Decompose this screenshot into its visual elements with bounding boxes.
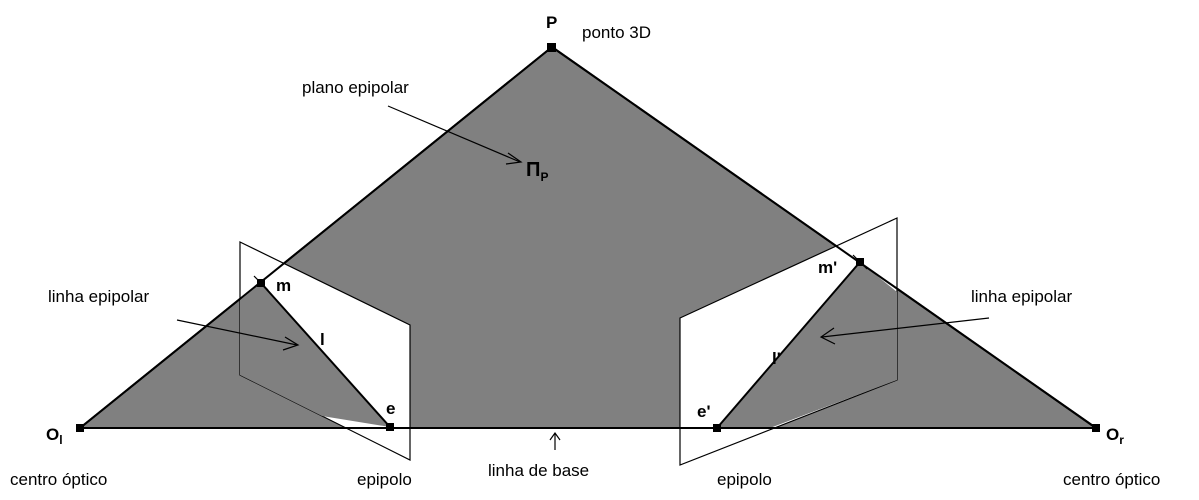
- label-plano-epipolar: plano epipolar: [302, 78, 409, 97]
- point-O-right-marker: [1092, 424, 1100, 432]
- label-m: m: [276, 276, 291, 295]
- arrow-linha-epipolar-right-head: [819, 327, 836, 345]
- arrow-linha-de-base-head: [549, 431, 561, 441]
- label-linha-epipolar-left: linha epipolar: [48, 287, 149, 306]
- arrow-linha-epipolar-left-head: [282, 336, 300, 351]
- label-linha-epipolar-right: linha epipolar: [971, 287, 1072, 306]
- point-e-prime-marker: [713, 424, 721, 432]
- label-O-right-sub: r: [1119, 433, 1124, 447]
- point-m-prime-marker: [856, 258, 864, 266]
- edge-P-O-right: [551, 46, 1097, 429]
- label-m-prime: m': [818, 258, 837, 277]
- label-Pi-sub: P: [540, 170, 548, 184]
- label-Pi-base: Π: [526, 159, 540, 181]
- label-O-left: Ol: [46, 425, 63, 447]
- arrow-linha-epipolar-right: [821, 317, 990, 338]
- label-Pi: ΠP: [526, 159, 548, 184]
- arrow-plano-epipolar-head: [505, 152, 523, 165]
- epipolar-plane: [77, 45, 1100, 429]
- label-O-right: Or: [1106, 425, 1124, 447]
- label-l: l: [320, 330, 325, 349]
- label-P: P: [546, 13, 557, 32]
- label-centro-optico-right: centro óptico: [1063, 470, 1160, 489]
- epipolar-line-left: [260, 282, 391, 428]
- label-O-right-base: O: [1106, 425, 1119, 444]
- label-linha-de-base: linha de base: [488, 461, 589, 480]
- arrow-plano-epipolar: [387, 105, 521, 163]
- edge-O-left-P: [79, 46, 553, 429]
- right-projection-triangle: [717, 262, 897, 428]
- label-O-left-base: O: [46, 425, 59, 444]
- label-e: e: [386, 399, 395, 418]
- epipolar-line-right: [716, 261, 861, 429]
- label-l-prime: l': [772, 349, 781, 368]
- left-projection-triangle: [240, 283, 390, 427]
- arrow-linha-epipolar-left: [176, 319, 298, 346]
- point-m-marker: [257, 279, 265, 287]
- point-O-left-marker: [76, 424, 84, 432]
- point-e-marker: [386, 423, 394, 431]
- label-epipolo-right: epipolo: [717, 470, 772, 489]
- label-e-prime: e': [697, 402, 711, 421]
- label-ponto-3d: ponto 3D: [582, 23, 651, 42]
- label-O-left-sub: l: [59, 433, 62, 447]
- label-epipolo-left: epipolo: [357, 470, 412, 489]
- point-P-marker: [547, 43, 556, 52]
- label-centro-optico-left: centro óptico: [10, 470, 107, 489]
